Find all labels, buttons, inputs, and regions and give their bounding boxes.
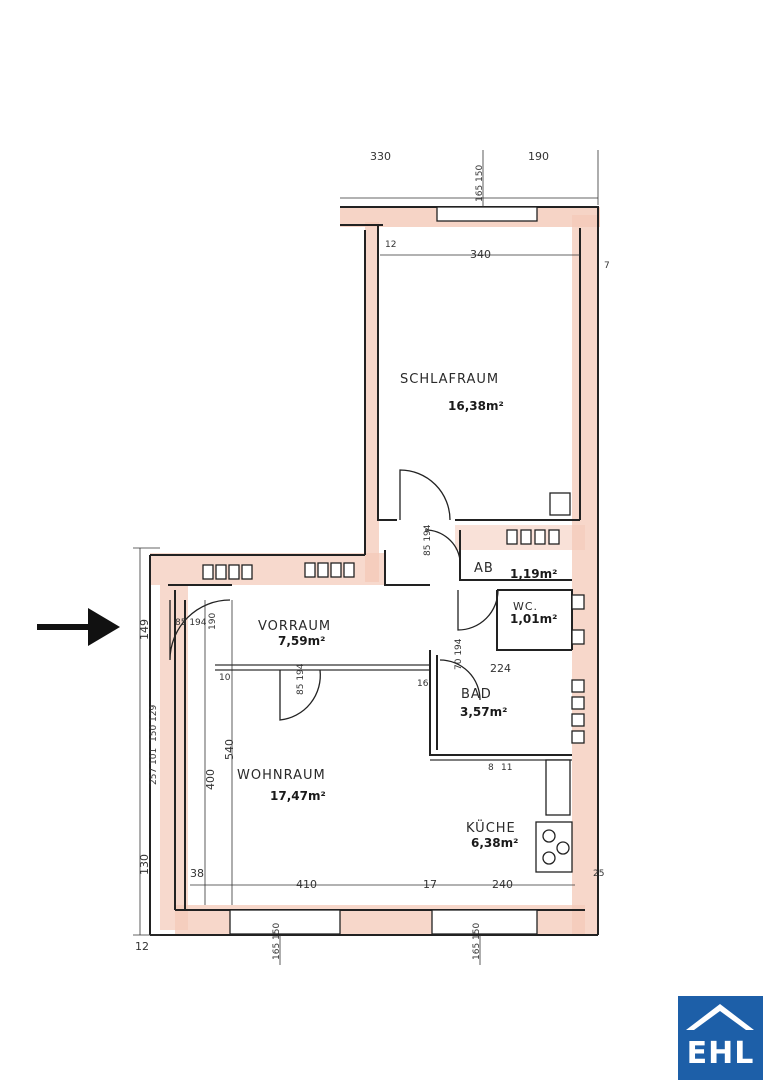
- logo-text: EHL: [686, 1036, 755, 1071]
- entry-arrow-icon: [37, 608, 120, 646]
- dim-door-70: 70 194: [454, 638, 464, 670]
- room-label-bad: BAD: [461, 687, 492, 702]
- room-ab: AB 1,19m²: [474, 561, 557, 581]
- radiators: [202, 492, 585, 744]
- dim-bad-224: 224: [490, 662, 511, 675]
- dim-v-150-129: 150 129: [149, 705, 159, 742]
- dimension-lines: [133, 150, 599, 965]
- room-area-bad: 3,57m²: [460, 705, 507, 719]
- dim-small-8: 8: [488, 763, 494, 773]
- house-roof-icon: [686, 1004, 754, 1030]
- dim-v-400: 400: [204, 769, 217, 790]
- room-area-ab: 1,19m²: [510, 567, 557, 581]
- windows: [229, 206, 538, 935]
- room-area-wohnraum: 17,47m²: [270, 789, 326, 803]
- room-vorraum: VORRAUM 7,59m²: [258, 619, 331, 648]
- dim-door-c: 85 194: [175, 618, 207, 628]
- dim-top-window: 165 150: [475, 165, 485, 202]
- dim-bottom-17: 17: [423, 878, 437, 891]
- room-label-schlafraum: SCHLAFRAUM: [400, 372, 499, 387]
- dim-small-16: 16: [417, 679, 429, 689]
- dim-v-130: 130: [138, 854, 151, 875]
- dimension-texts: 330 190 165 150 340 12 7 85 194 70 194 2…: [135, 150, 610, 960]
- dim-bottom-165-a: 165 150: [272, 923, 282, 960]
- dim-bottom-165-b: 165 150: [472, 923, 482, 960]
- dim-v-38: 38: [190, 867, 204, 880]
- dim-schlaf-width: 340: [470, 248, 491, 261]
- room-label-ab: AB: [474, 561, 494, 576]
- room-area-wc: 1,01m²: [510, 612, 557, 626]
- dim-bottom-12: 12: [135, 940, 149, 953]
- dim-small-11: 11: [501, 763, 512, 773]
- dim-v-540: 540: [223, 739, 236, 760]
- dim-bottom-410: 410: [296, 878, 317, 891]
- room-wc: WC. 1,01m²: [510, 600, 557, 626]
- dim-right-25: 25: [593, 869, 604, 879]
- room-area-vorraum: 7,59m²: [278, 634, 325, 648]
- room-schlafraum: SCHLAFRAUM 16,38m²: [400, 372, 504, 413]
- ehl-logo: EHL: [678, 996, 763, 1080]
- room-label-kueche: KÜCHE: [466, 819, 516, 836]
- room-label-wohnraum: WOHNRAUM: [237, 768, 326, 783]
- dim-v-190: 190: [208, 613, 218, 630]
- dim-bottom-240: 240: [492, 878, 513, 891]
- dim-door-a: 85 194: [423, 524, 433, 556]
- kitchen-stove: [535, 759, 573, 873]
- walls: [149, 206, 599, 936]
- dim-v-149: 149: [138, 619, 151, 640]
- room-area-kueche: 6,38m²: [471, 836, 518, 850]
- dim-wall-7: 7: [604, 261, 610, 271]
- dim-top-right: 190: [528, 150, 549, 163]
- room-kueche: KÜCHE 6,38m²: [466, 819, 518, 850]
- room-label-wc: WC.: [513, 600, 538, 613]
- room-wohnraum: WOHNRAUM 17,47m²: [237, 768, 326, 803]
- doors: [169, 469, 499, 721]
- dim-door-b: 85 194: [296, 663, 306, 695]
- room-area-schlafraum: 16,38m²: [448, 399, 504, 413]
- dim-small-10: 10: [219, 673, 231, 683]
- dim-v-257-101: 257 101: [149, 748, 159, 785]
- room-label-vorraum: VORRAUM: [258, 619, 331, 634]
- dim-top-left: 330: [370, 150, 391, 163]
- room-bad: BAD 3,57m²: [460, 687, 507, 719]
- dim-wall-12-top: 12: [385, 240, 396, 250]
